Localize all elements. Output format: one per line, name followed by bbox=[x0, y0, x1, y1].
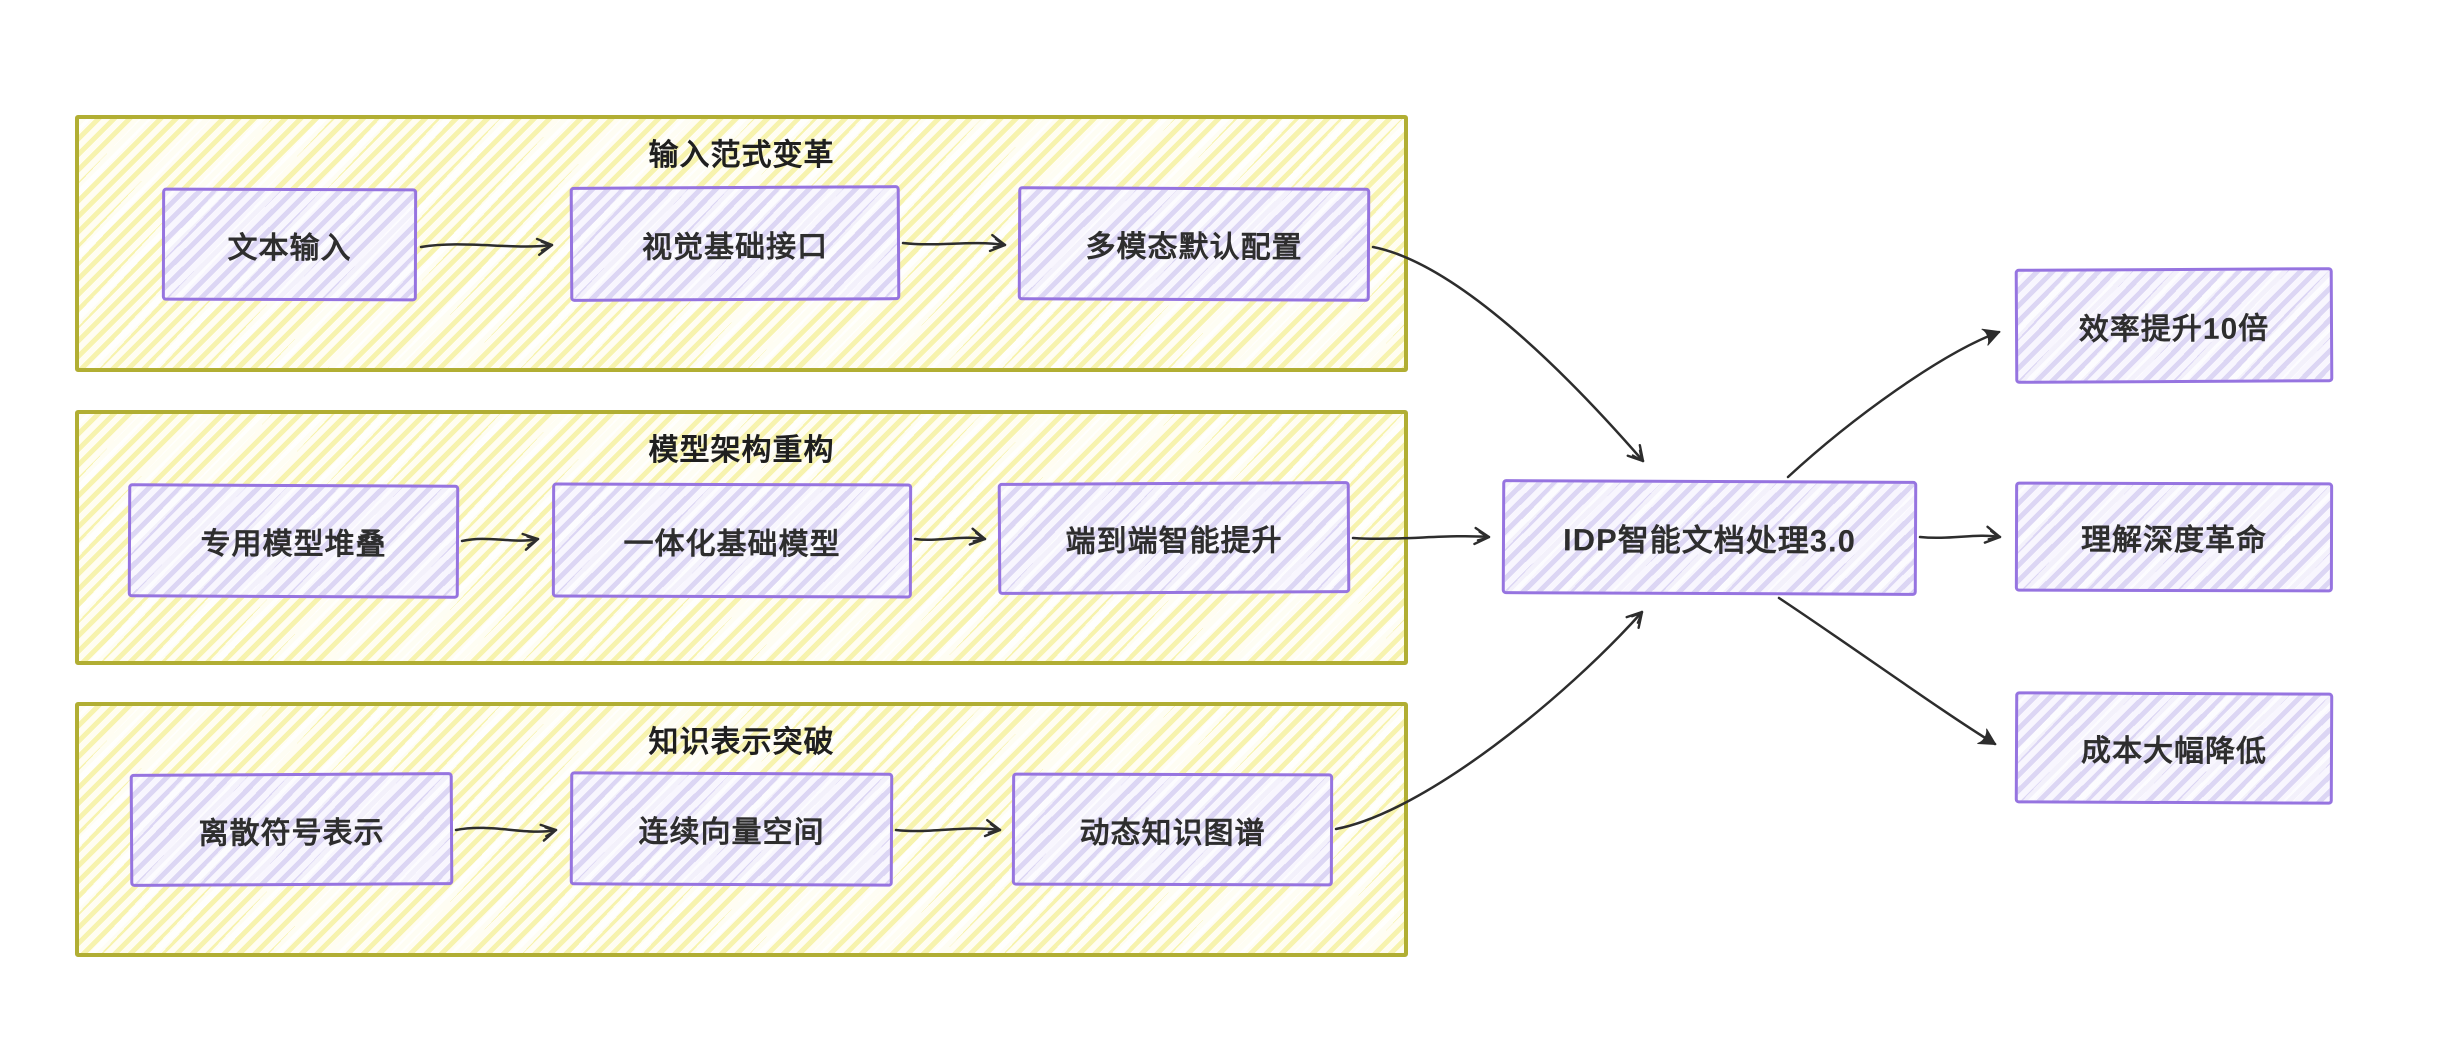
edge-idp-to-cost[interactable] bbox=[1777, 596, 1997, 746]
node-multimodal-default-config[interactable]: 多模态默认配置 bbox=[1017, 186, 1371, 302]
group-title-model-architecture: 模型架构重构 bbox=[648, 434, 835, 467]
edge-idp-to-efficiency[interactable] bbox=[1786, 328, 2001, 479]
group-title-input-paradigm: 输入范式变革 bbox=[648, 139, 835, 172]
edge-visual-interface-to-multimodal-config[interactable] bbox=[901, 233, 1007, 253]
node-label: 一体化基础模型 bbox=[623, 527, 841, 561]
node-idp-center[interactable]: IDP智能文档处理3.0 bbox=[1501, 479, 1918, 596]
edge-vector-space-to-knowledge-graph[interactable] bbox=[894, 818, 1002, 838]
edge-unified-model-to-end-to-end[interactable] bbox=[913, 527, 987, 546]
node-text-input[interactable]: 文本输入 bbox=[161, 187, 418, 302]
edge-knowledge-graph-to-idp[interactable] bbox=[1334, 610, 1644, 831]
node-understanding-depth-revolution[interactable]: 理解深度革命 bbox=[2014, 481, 2334, 593]
node-label: 视觉基础接口 bbox=[641, 230, 829, 264]
node-unified-foundation-model[interactable]: 一体化基础模型 bbox=[551, 482, 913, 599]
node-label: 多模态默认配置 bbox=[1085, 230, 1303, 265]
node-end-to-end-intelligence[interactable]: 端到端智能提升 bbox=[997, 481, 1351, 595]
node-dynamic-knowledge-graph[interactable]: 动态知识图谱 bbox=[1011, 772, 1334, 887]
edge-multimodal-config-to-idp[interactable] bbox=[1371, 245, 1645, 463]
node-label: 动态知识图谱 bbox=[1079, 816, 1266, 850]
node-label: 理解深度革命 bbox=[2080, 523, 2268, 558]
node-cost-reduction[interactable]: 成本大幅降低 bbox=[2014, 691, 2334, 805]
node-efficiency-10x[interactable]: 效率提升10倍 bbox=[2014, 267, 2334, 384]
edge-discrete-symbols-to-vector-space[interactable] bbox=[454, 823, 558, 842]
node-specialized-model-stacking[interactable]: 专用模型堆叠 bbox=[127, 483, 460, 599]
node-visual-foundation-interface[interactable]: 视觉基础接口 bbox=[569, 185, 901, 302]
edge-text-input-to-visual-interface[interactable] bbox=[419, 237, 554, 256]
node-label: 连续向量空间 bbox=[638, 815, 825, 850]
edge-end-to-end-to-idp[interactable] bbox=[1351, 526, 1491, 546]
node-label: 专用模型堆叠 bbox=[200, 527, 387, 562]
node-label: 离散符号表示 bbox=[198, 816, 385, 850]
node-label: 成本大幅降低 bbox=[2080, 734, 2268, 769]
node-continuous-vector-space[interactable]: 连续向量空间 bbox=[569, 771, 894, 887]
node-label: 效率提升10倍 bbox=[2078, 312, 2270, 346]
node-label: 文本输入 bbox=[227, 231, 352, 265]
edge-specialized-stacking-to-unified-model[interactable] bbox=[460, 532, 540, 551]
node-label: IDP智能文档处理3.0 bbox=[1563, 522, 1856, 559]
group-title-knowledge-representation: 知识表示突破 bbox=[648, 726, 835, 759]
edge-idp-to-understanding[interactable] bbox=[1918, 525, 2002, 544]
node-label: 端到端智能提升 bbox=[1065, 524, 1283, 559]
node-discrete-symbol-representation[interactable]: 离散符号表示 bbox=[129, 772, 454, 887]
